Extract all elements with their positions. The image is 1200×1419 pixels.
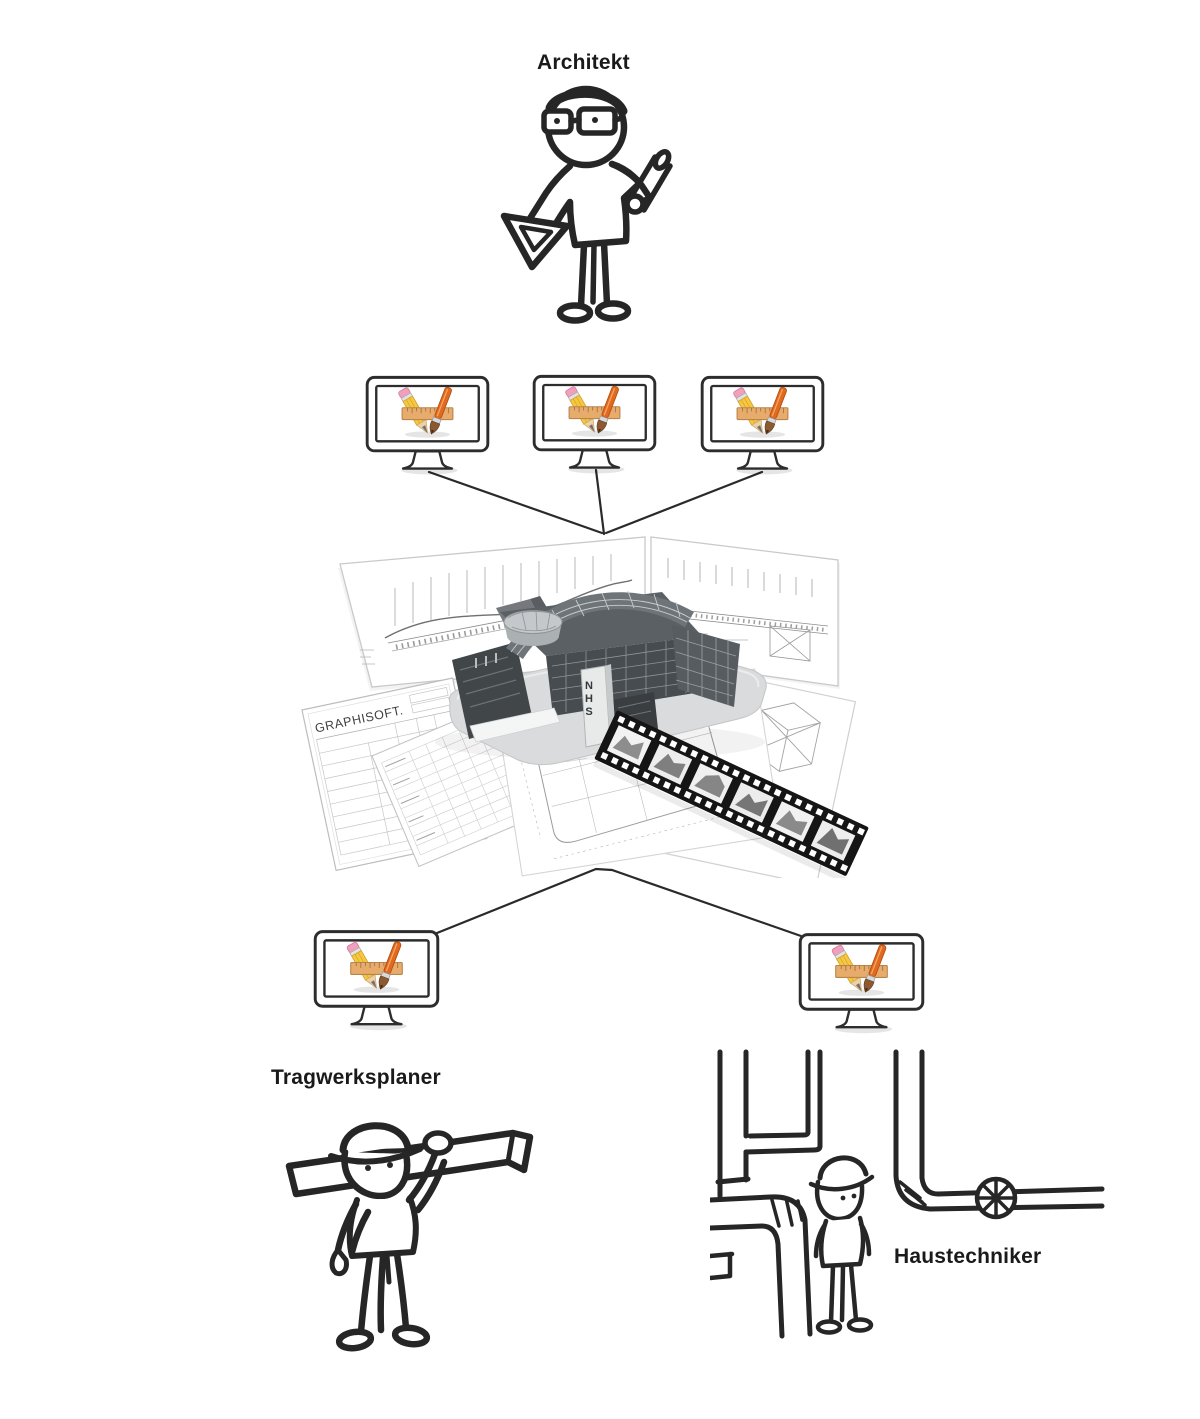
hard-hat-icon bbox=[328, 1122, 423, 1165]
connector-top-left bbox=[427, 470, 604, 535]
workstation-monitor-top-1 bbox=[364, 374, 491, 476]
hanging-hand bbox=[329, 1247, 349, 1277]
connector-bottom bbox=[435, 867, 803, 938]
structural-engineer-label: Tragwerksplaner bbox=[271, 1066, 441, 1089]
building-services-label: Haustechniker bbox=[894, 1245, 1042, 1268]
pipes-right bbox=[893, 1049, 1105, 1212]
workstation-monitor-bottom-left bbox=[312, 928, 441, 1032]
workstation-monitor-bottom-right bbox=[797, 931, 926, 1035]
technician-figure bbox=[808, 1155, 875, 1335]
connector-top-middle bbox=[594, 468, 606, 536]
set-square-icon bbox=[500, 212, 571, 271]
building-services-scene bbox=[710, 1049, 1105, 1339]
hand-on-beam bbox=[422, 1130, 454, 1156]
bim-model-collage: GRAPHISOFT. bbox=[301, 536, 869, 878]
architect-figure bbox=[500, 85, 673, 324]
structural-engineer-figure bbox=[285, 1122, 534, 1352]
round-drum bbox=[503, 609, 563, 646]
workstation-monitor-top-2 bbox=[531, 373, 658, 475]
pipe-valve-icon bbox=[974, 1176, 1018, 1220]
hard-hat-icon bbox=[808, 1155, 875, 1192]
connector-top-right bbox=[604, 470, 764, 535]
architect-label: Architekt bbox=[537, 51, 630, 74]
nhs-sign-text: NHS bbox=[583, 680, 595, 719]
workstation-monitor-top-3 bbox=[699, 374, 826, 476]
film-strip-icon bbox=[593, 710, 869, 878]
pipes-left bbox=[710, 1049, 823, 1339]
